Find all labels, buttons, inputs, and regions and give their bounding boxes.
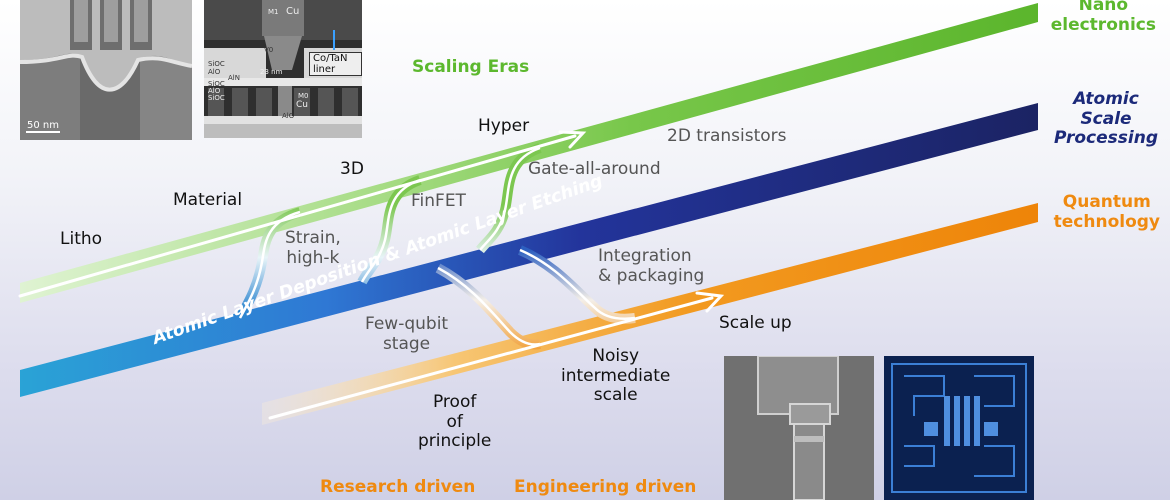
scaling-eras-title: Scaling Eras (412, 57, 530, 77)
branch-strain-label: Strain, high-k (285, 228, 341, 268)
quantum-line1: Quantum (1062, 192, 1151, 212)
noisy-line2: intermediate (561, 365, 671, 386)
atomic-line2: Scale (1080, 108, 1132, 129)
quantum-line2: technology (1053, 211, 1160, 232)
cu-bottom-label: Cu (296, 100, 308, 110)
branch-integration-label: Integration & packaging (598, 246, 705, 286)
quantum-chip-image (884, 356, 1034, 500)
era-litho: Litho (60, 229, 103, 249)
stage-noisy-label: Noisy intermediate scale (561, 346, 671, 406)
layer-label-4: AlO (208, 87, 221, 95)
stage-proof-label: Proof of principle (418, 392, 492, 452)
noisy-line1: Noisy (592, 346, 640, 366)
proof-line2: of (446, 411, 463, 432)
atomic-line3: Processing (1054, 128, 1158, 149)
arrows (18, 130, 725, 420)
integration-line2: & packaging (598, 265, 705, 286)
noisy-line3: scale (593, 385, 638, 406)
layer-label-5: SiOC (208, 94, 225, 102)
qubit-sem-image (724, 356, 874, 500)
m0-label: M0 (298, 92, 309, 100)
era-hyper: Hyper (478, 116, 530, 136)
nano-line1: Nano (1078, 0, 1129, 15)
dim-label: 23 nm (260, 68, 283, 76)
strain-line1: Strain, (285, 228, 341, 248)
branch-fewqubit-label: Few-qubit stage (365, 314, 449, 354)
interconnect-micrograph: M1 Cu Co/TaN liner V0 23 nm SiOC AlO AlN… (204, 0, 362, 138)
quantum-track-label: Quantum technology (1053, 192, 1160, 232)
sem-drawing (724, 356, 874, 500)
layer-label-0: SiOC (208, 60, 225, 68)
strain-line2: high-k (286, 247, 340, 268)
atomic-line1: Atomic (1073, 89, 1139, 109)
liner-label: Co/TaN liner (309, 52, 362, 76)
scale-bar-label: 50 nm (27, 120, 59, 131)
stage-scaleup-label: Scale up (719, 313, 792, 333)
fewqubit-line1: Few-qubit (365, 314, 449, 334)
cu-top-label: Cu (286, 6, 300, 17)
footer-engineering: Engineering driven (514, 477, 697, 497)
layer-label-2: AlN (228, 74, 240, 82)
branch-finfet-label: FinFET (411, 191, 466, 211)
transistor-drawing (20, 0, 192, 140)
chip-drawing (884, 356, 1034, 500)
layer-label-6: AlO (282, 112, 295, 120)
nano-line2: electronics (1050, 14, 1156, 35)
fewqubit-line2: stage (382, 333, 431, 354)
proof-line3: principle (418, 431, 492, 452)
era-3d: 3D (340, 159, 364, 179)
era-material: Material (173, 190, 243, 210)
nano-track-label: Nano electronics (1051, 0, 1156, 35)
footer-research: Research driven (320, 477, 476, 497)
layer-label-3: SiOC (208, 80, 225, 88)
integration-line1: Integration (598, 246, 692, 266)
v0-label: V0 (264, 46, 274, 54)
transistor-micrograph: 50 nm (20, 0, 192, 140)
branch-2d-label: 2D transistors (667, 126, 787, 146)
branch-gaa-label: Gate-all-around (528, 159, 661, 179)
proof-line1: Proof (432, 392, 477, 412)
layer-label-1: AlO (208, 68, 221, 76)
m1-label: M1 (268, 8, 279, 16)
atomic-track-label: Atomic Scale Processing (1054, 89, 1158, 149)
